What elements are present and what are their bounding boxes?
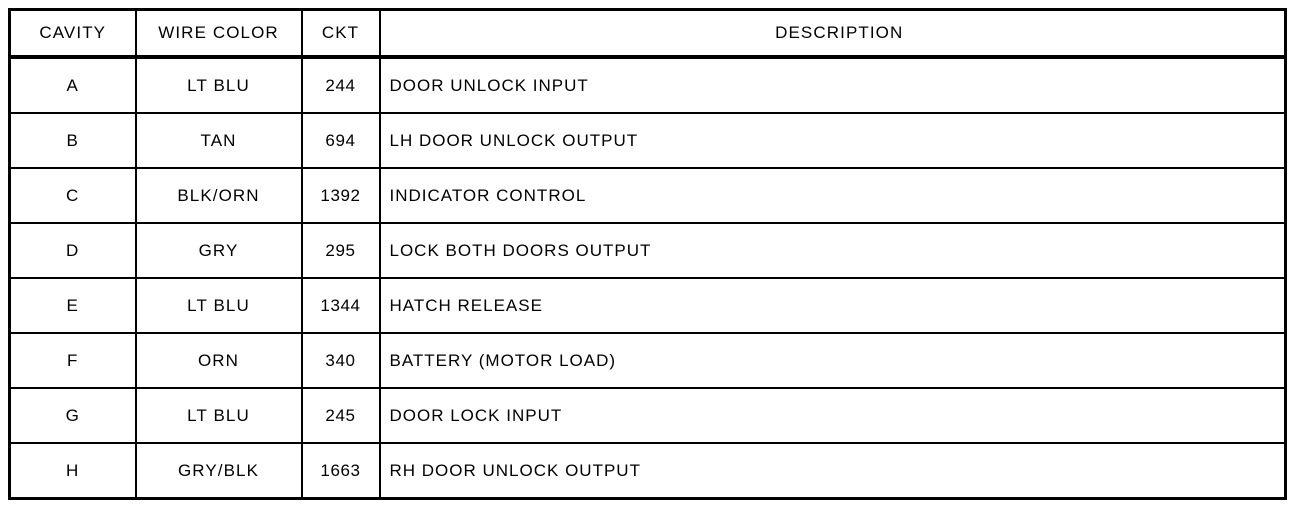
cell-wire-color: GRY/BLK bbox=[134, 442, 303, 500]
cell-cavity: C bbox=[8, 167, 137, 224]
table-row: G LT BLU 245 DOOR LOCK INPUT bbox=[8, 387, 1287, 444]
cell-ckt: 340 bbox=[300, 332, 381, 389]
cell-cavity: B bbox=[8, 112, 137, 169]
table-row: B TAN 694 LH DOOR UNLOCK OUTPUT bbox=[8, 112, 1287, 169]
table-body: A LT BLU 244 DOOR UNLOCK INPUT B TAN 694… bbox=[8, 56, 1287, 500]
cell-ckt: 1663 bbox=[300, 442, 381, 500]
cell-ckt: 1392 bbox=[300, 167, 381, 224]
cell-ckt: 1344 bbox=[300, 277, 381, 334]
table-row: E LT BLU 1344 HATCH RELEASE bbox=[8, 277, 1287, 334]
column-header-description: DESCRIPTION bbox=[378, 8, 1287, 59]
table-row: D GRY 295 LOCK BOTH DOORS OUTPUT bbox=[8, 222, 1287, 279]
cell-wire-color: BLK/ORN bbox=[134, 167, 303, 224]
cell-description: HATCH RELEASE bbox=[378, 277, 1287, 334]
cell-wire-color: GRY bbox=[134, 222, 303, 279]
cell-cavity: A bbox=[8, 56, 137, 114]
cell-cavity: E bbox=[8, 277, 137, 334]
table-row: F ORN 340 BATTERY (MOTOR LOAD) bbox=[8, 332, 1287, 389]
cell-description: LH DOOR UNLOCK OUTPUT bbox=[378, 112, 1287, 169]
cell-ckt: 694 bbox=[300, 112, 381, 169]
table-row: H GRY/BLK 1663 RH DOOR UNLOCK OUTPUT bbox=[8, 442, 1287, 500]
cell-wire-color: TAN bbox=[134, 112, 303, 169]
cell-description: BATTERY (MOTOR LOAD) bbox=[378, 332, 1287, 389]
cell-description: RH DOOR UNLOCK OUTPUT bbox=[378, 442, 1287, 500]
cell-wire-color: ORN bbox=[134, 332, 303, 389]
cell-description: DOOR LOCK INPUT bbox=[378, 387, 1287, 444]
cell-cavity: F bbox=[8, 332, 137, 389]
cell-cavity: D bbox=[8, 222, 137, 279]
cell-cavity: H bbox=[8, 442, 137, 500]
cell-wire-color: LT BLU bbox=[134, 56, 303, 114]
header-row: CAVITY WIRE COLOR CKT DESCRIPTION bbox=[8, 8, 1287, 59]
cell-cavity: G bbox=[8, 387, 137, 444]
table-row: A LT BLU 244 DOOR UNLOCK INPUT bbox=[8, 56, 1287, 114]
cell-ckt: 295 bbox=[300, 222, 381, 279]
cell-description: INDICATOR CONTROL bbox=[378, 167, 1287, 224]
connector-pinout-table: CAVITY WIRE COLOR CKT DESCRIPTION A LT B… bbox=[8, 8, 1287, 500]
cell-description: DOOR UNLOCK INPUT bbox=[378, 56, 1287, 114]
cell-description: LOCK BOTH DOORS OUTPUT bbox=[378, 222, 1287, 279]
table-header: CAVITY WIRE COLOR CKT DESCRIPTION bbox=[8, 8, 1287, 59]
cell-ckt: 244 bbox=[300, 56, 381, 114]
cell-wire-color: LT BLU bbox=[134, 387, 303, 444]
column-header-wire-color: WIRE COLOR bbox=[134, 8, 303, 59]
cell-wire-color: LT BLU bbox=[134, 277, 303, 334]
column-header-ckt: CKT bbox=[300, 8, 381, 59]
cell-ckt: 245 bbox=[300, 387, 381, 444]
column-header-cavity: CAVITY bbox=[8, 8, 137, 59]
table-row: C BLK/ORN 1392 INDICATOR CONTROL bbox=[8, 167, 1287, 224]
